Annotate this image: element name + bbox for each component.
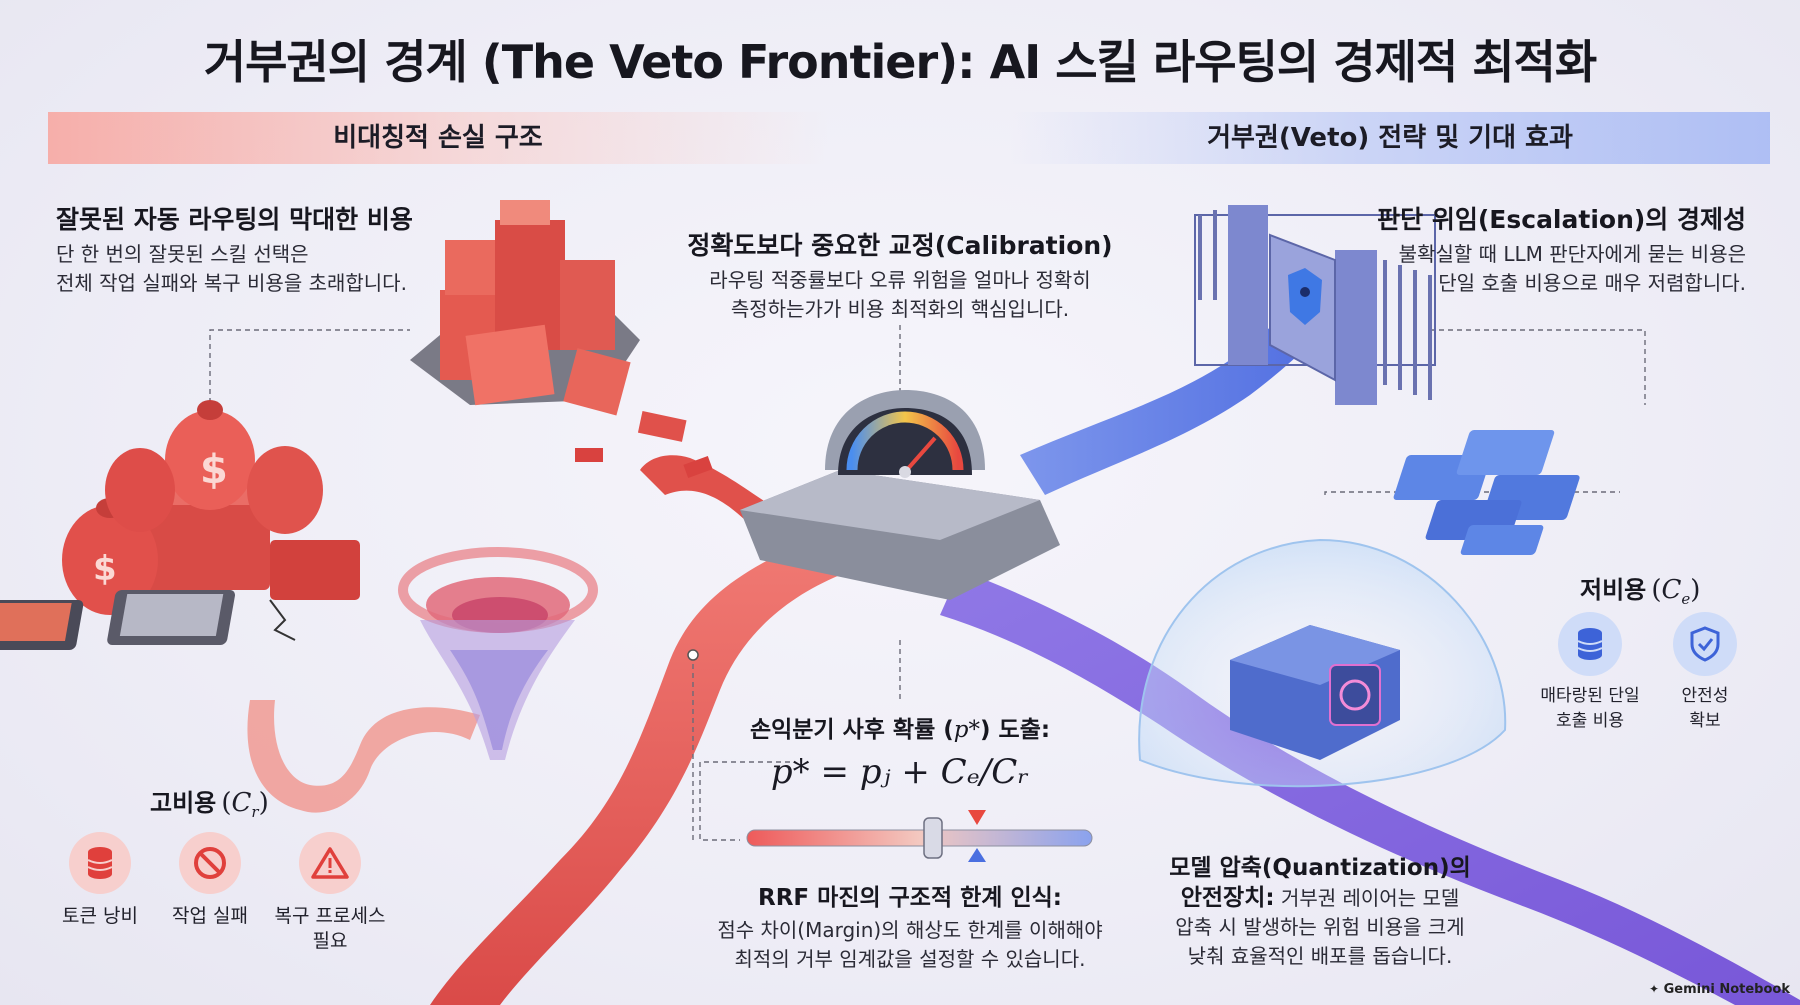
section-banner-asymmetric-loss: 비대칭적 손실 구조 (48, 112, 828, 164)
sparkle-icon: ✦ (1649, 982, 1660, 996)
misrouting-line: 단 한 번의 잘못된 스킬 선택은 (56, 242, 309, 266)
high-cost-item-label: 토큰 낭비 (62, 905, 138, 927)
high-cost-item-label: 작업 실패 (172, 905, 248, 927)
calibration-gauge-device (740, 390, 1060, 600)
database-icon (1558, 612, 1622, 676)
quantization-line: 낮춰 효율적인 배포를 돕습니다. (1187, 944, 1453, 968)
high-cost-item: 복구 프로세스 필요 (270, 832, 390, 954)
high-cost-item-label: 복구 프로세스 필요 (274, 905, 386, 952)
high-cost-icons: 토큰 낭비 작업 실패 복구 프로세스 필요 (50, 832, 390, 954)
high-cost-symbol: C (231, 788, 252, 818)
brand-label: Gemini Notebook (1663, 982, 1790, 997)
breakeven-heading: 손익분기 사후 확률 (p*) 도출: (749, 717, 1051, 743)
blue-veto-path (1020, 270, 1350, 495)
rrf-line: 점수 차이(Margin)의 해상도 한계를 이해해야 (717, 918, 1103, 942)
section-banner-veto-strategy: 거부권(Veto) 전략 및 기대 효과 (1010, 112, 1770, 164)
calibration-line: 측정하는가가 비용 최적화의 핵심입니다. (730, 297, 1070, 321)
misrouting-heading: 잘못된 자동 라우팅의 막대한 비용 (56, 205, 413, 234)
breakeven-heading-text: 손익분기 사후 확률 (749, 717, 936, 743)
calibration-heading: 정확도보다 중요한 교정(Calibration) (687, 231, 1113, 260)
breakeven-heading-suffix: 도출: (998, 717, 1051, 743)
tornado-tail-path (247, 700, 480, 813)
shield-check-icon (1673, 612, 1737, 676)
quantization-line: 거부권 레이어는 모델 (1280, 886, 1460, 910)
brand-watermark: ✦ Gemini Notebook (1649, 982, 1790, 997)
low-cost-subscript: e (1681, 590, 1691, 609)
breakeven-symbol: p* (953, 717, 980, 743)
svg-text:$: $ (200, 447, 228, 493)
svg-text:$: $ (93, 549, 117, 589)
calibration-line: 라우팅 적중률보다 오류 위험을 얼마나 정확히 (709, 268, 1091, 292)
high-cost-item: 토큰 낭비 (50, 832, 150, 954)
low-cost-icons: 매타랑된 단일 호출 비용 안전성 확보 (1535, 612, 1745, 734)
low-cost-item-label: 안전성 확보 (1681, 686, 1729, 731)
escalation-block: 판단 위임(Escalation)의 경제성 불확실할 때 LLM 판단자에게 … (1300, 200, 1746, 298)
quantization-heading-2: 안전장치: (1180, 885, 1275, 911)
prohibited-icon (179, 832, 241, 894)
collapsing-blocks-illustration (410, 200, 713, 479)
quantization-heading: 모델 압축(Quantization)의 (1169, 855, 1471, 881)
high-cost-subscript: r (251, 803, 259, 822)
rrf-heading: RRF 마진의 구조적 한계 인식: (758, 885, 1062, 911)
high-cost-label: 고비용 (Cr) (150, 788, 269, 822)
tornado-illustration (398, 547, 598, 760)
quantization-block: 모델 압축(Quantization)의 안전장치: 거부권 레이어는 모델 압… (1160, 848, 1480, 971)
low-cost-item: 안전성 확보 (1665, 612, 1745, 734)
high-cost-title: 고비용 (150, 789, 217, 817)
calibration-block: 정확도보다 중요한 교정(Calibration) 라우팅 적중률보다 오류 위… (640, 226, 1160, 324)
escalation-heading: 판단 위임(Escalation)의 경제성 (1377, 205, 1746, 234)
high-cost-item: 작업 실패 (160, 832, 260, 954)
money-bags-illustration: $ $ (0, 400, 360, 650)
rrf-margin-block: RRF 마진의 구조적 한계 인식: 점수 차이(Margin)의 해상도 한계… (690, 878, 1130, 974)
low-cost-label: 저비용 (Ce) (1580, 575, 1701, 609)
warning-icon (299, 832, 361, 894)
rrf-line: 최적의 거부 임계값을 설정할 수 있습니다. (734, 947, 1086, 971)
database-icon (69, 832, 131, 894)
quantization-line: 압축 시 발생하는 위험 비용을 크게 (1175, 915, 1465, 939)
breakeven-block: 손익분기 사후 확률 (p*) 도출: p* = pⱼ + Cₑ/Cᵣ (700, 710, 1100, 792)
veto-gate-illustration (1194, 205, 1436, 405)
red-debris-path (640, 455, 770, 520)
misrouting-line: 전체 작업 실패와 복구 비용을 초래합니다. (56, 271, 407, 295)
low-cost-title: 저비용 (1580, 576, 1647, 604)
escalation-line: 불확실할 때 LLM 판단자에게 묻는 비용은 (1398, 242, 1746, 266)
threshold-slider (746, 810, 1093, 862)
escalation-line: 단일 호출 비용으로 매우 저렴합니다. (1438, 271, 1746, 295)
low-cost-item: 매타랑된 단일 호출 비용 (1535, 612, 1645, 734)
protective-dome-illustration (1138, 538, 1507, 788)
low-cost-item-label: 매타랑된 단일 호출 비용 (1540, 686, 1640, 731)
low-cost-symbol: C (1661, 575, 1682, 605)
cash-stacks-illustration (1393, 430, 1580, 555)
misrouting-cost-block: 잘못된 자동 라우팅의 막대한 비용 단 한 번의 잘못된 스킬 선택은 전체 … (56, 200, 456, 298)
breakeven-formula: p* = pⱼ + Cₑ/Cᵣ (770, 752, 1030, 792)
red-risk-path (430, 545, 840, 1005)
page-title: 거부권의 경계 (The Veto Frontier): AI 스킬 라우팅의 … (203, 35, 1597, 89)
